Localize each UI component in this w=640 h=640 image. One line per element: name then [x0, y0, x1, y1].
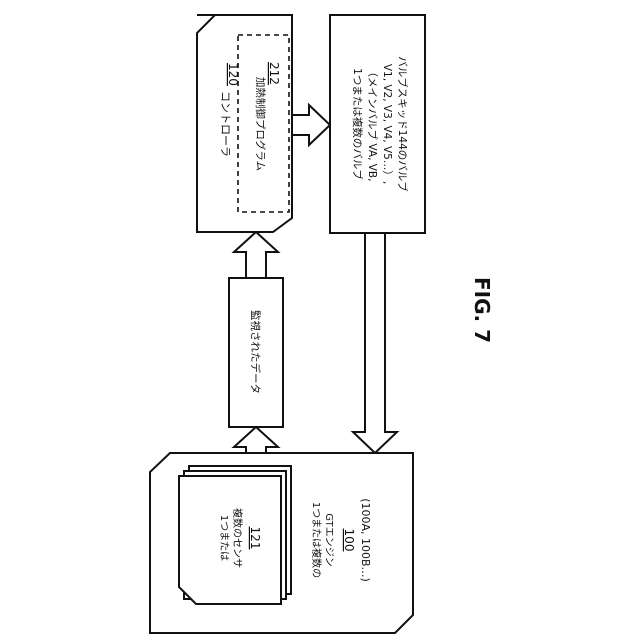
- engine-sub-refs: (100A, 100B…): [359, 498, 372, 582]
- engine-line-2: GTエンジン: [323, 513, 334, 567]
- controller-label: コントローラ: [219, 91, 232, 157]
- valves-line-2: （メインバルブ VA, VB,: [366, 67, 379, 182]
- sensor-line-1: 1つまたは: [218, 515, 230, 561]
- program-label: 加熱制御プログラム: [254, 77, 267, 171]
- sensor-card-front: [179, 476, 281, 604]
- valves-line-1: 1つまたは複数のバルブ: [351, 68, 364, 180]
- engine-line-1: 1つまたは複数の: [310, 502, 323, 578]
- monitored-data-label: 監視されたデータ: [249, 310, 262, 394]
- figure-label: FIG. 7: [470, 277, 494, 343]
- program-ref: 212: [267, 62, 281, 85]
- valves-to-engine-arrow: [353, 233, 397, 453]
- engine-ref: 100: [342, 529, 356, 552]
- sensor-line-2: 複数のセンサ: [231, 508, 244, 568]
- valves-line-3: V1, V2, V3, V4, V5…）,: [381, 64, 393, 184]
- data-to-controller-arrow: [234, 232, 278, 278]
- controller-box: [197, 15, 292, 232]
- sensor-ref: 121: [248, 527, 262, 550]
- controller-to-valves-arrow: [292, 105, 330, 145]
- valves-line-4: バルブスキッド144のバルブ: [396, 56, 409, 192]
- controller-ref: 120: [226, 63, 240, 86]
